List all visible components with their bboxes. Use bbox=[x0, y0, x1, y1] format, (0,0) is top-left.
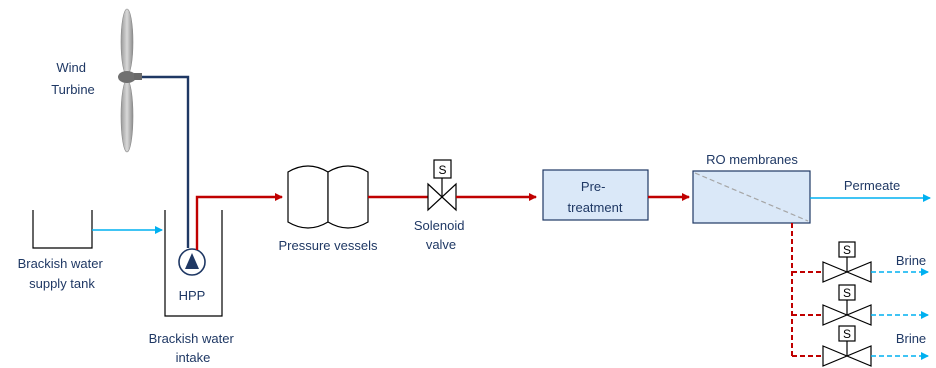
wind-turbine-icon bbox=[118, 8, 142, 153]
brine-label-2: Brine bbox=[896, 331, 926, 346]
permeate-label: Permeate bbox=[844, 178, 900, 193]
pretreatment-box bbox=[542, 169, 649, 221]
wind-turbine-label-line1: Wind bbox=[56, 60, 86, 75]
intake-label-line2: intake bbox=[176, 350, 211, 365]
brine-label-1: Brine bbox=[896, 253, 926, 268]
ro-membranes-box bbox=[692, 170, 811, 224]
solenoid-valve-label-line2: valve bbox=[426, 237, 456, 252]
brine-valve-3 bbox=[822, 325, 872, 367]
intake-label: Brackish water intake bbox=[149, 331, 238, 365]
supply-tank bbox=[32, 210, 93, 249]
hpp-label: HPP bbox=[179, 288, 206, 303]
ro-membrane-divider bbox=[694, 172, 809, 222]
wind-turbine-label-line2: Turbine bbox=[51, 82, 95, 97]
feed-line-1 bbox=[195, 193, 283, 250]
solenoid-valve bbox=[427, 159, 457, 212]
pretreatment-label-line2: treatment bbox=[568, 200, 623, 215]
wind-turbine-label: Wind Turbine bbox=[51, 60, 95, 97]
pressure-vessels-label: Pressure vessels bbox=[279, 238, 378, 253]
supply-tank-label-line1: Brackish water bbox=[18, 256, 104, 271]
solenoid-valve-label: Solenoid valve bbox=[414, 218, 468, 252]
solenoid-symbol-label: S bbox=[438, 163, 446, 177]
pretreatment-label-line1: Pre- bbox=[581, 179, 606, 194]
brine-valve-1 bbox=[822, 241, 872, 283]
ro-membranes-label: RO membranes bbox=[706, 152, 798, 167]
brine-valve-2 bbox=[822, 284, 872, 326]
pretreatment-label: Pre- treatment bbox=[568, 179, 623, 215]
brine-valve-3-symbol: S bbox=[843, 327, 851, 341]
pressure-vessels bbox=[287, 165, 369, 229]
brine-valve-1-symbol: S bbox=[843, 243, 851, 257]
supply-tank-label-line2: supply tank bbox=[29, 276, 95, 291]
pump-icon bbox=[178, 248, 206, 276]
supply-tank-label: Brackish water supply tank bbox=[18, 256, 107, 291]
brine-valve-2-symbol: S bbox=[843, 286, 851, 300]
intake-tank bbox=[164, 210, 223, 317]
intake-label-line1: Brackish water bbox=[149, 331, 235, 346]
solenoid-valve-label-line1: Solenoid bbox=[414, 218, 465, 233]
power-line bbox=[142, 75, 190, 248]
